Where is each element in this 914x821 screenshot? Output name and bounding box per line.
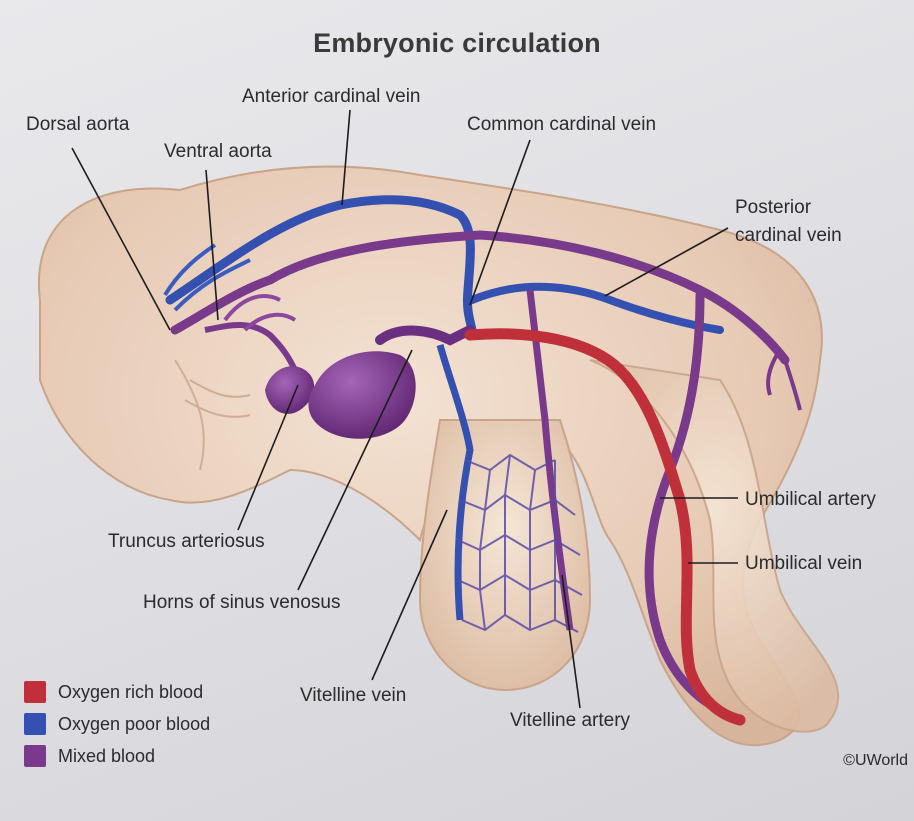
legend-item-mixed: Mixed blood (24, 740, 210, 772)
legend: Oxygen rich blood Oxygen poor blood Mixe… (24, 676, 210, 772)
label-umbilical-vein: Umbilical vein (745, 553, 863, 574)
copyright-notice: ©UWorld (843, 752, 908, 769)
diagram-title: Embryonic circulation (313, 28, 601, 58)
label-posterior-cardinal-vein-line1: Posterior (735, 197, 812, 218)
legend-swatch-purple (24, 745, 46, 767)
label-vitelline-artery: Vitelline artery (510, 710, 631, 731)
heart (308, 351, 416, 439)
legend-item-oxygen-poor: Oxygen poor blood (24, 708, 210, 740)
dorsal-aorta-vessel (170, 230, 790, 365)
label-horns-of-sinus-venosus: Horns of sinus venosus (143, 592, 341, 613)
legend-swatch-red (24, 681, 46, 703)
ventral-aorta-vessel (204, 322, 298, 372)
yolk-sac-capillaries (457, 453, 583, 633)
vitelline-vein-vessel (436, 344, 474, 621)
label-anterior-cardinal-vein: Anterior cardinal vein (242, 86, 421, 107)
truncus-arteriosus-vessel (265, 366, 315, 414)
label-umbilical-artery: Umbilical artery (745, 489, 876, 510)
label-common-cardinal-vein: Common cardinal vein (467, 114, 657, 135)
label-posterior-cardinal-vein-line2: cardinal vein (735, 225, 842, 246)
legend-label: Oxygen rich blood (58, 681, 204, 702)
umbilical-stalk (589, 359, 840, 733)
label-vitelline-vein: Vitelline vein (300, 685, 407, 706)
legend-swatch-blue (24, 713, 46, 735)
legend-item-oxygen-rich: Oxygen rich blood (24, 676, 210, 708)
umbilical-artery-vessel (644, 290, 725, 715)
label-ventral-aorta: Ventral aorta (164, 141, 272, 162)
label-truncus-arteriosus: Truncus arteriosus (108, 531, 265, 552)
leader-lines (71, 109, 738, 709)
posterior-cardinal-vein-vessel (468, 282, 724, 334)
anterior-cardinal-vein-vessel (165, 195, 477, 335)
legend-label: Mixed blood (58, 745, 156, 766)
legend-label: Oxygen poor blood (58, 713, 211, 734)
label-dorsal-aorta: Dorsal aorta (26, 114, 130, 135)
umbilical-vein-vessel (464, 328, 746, 726)
